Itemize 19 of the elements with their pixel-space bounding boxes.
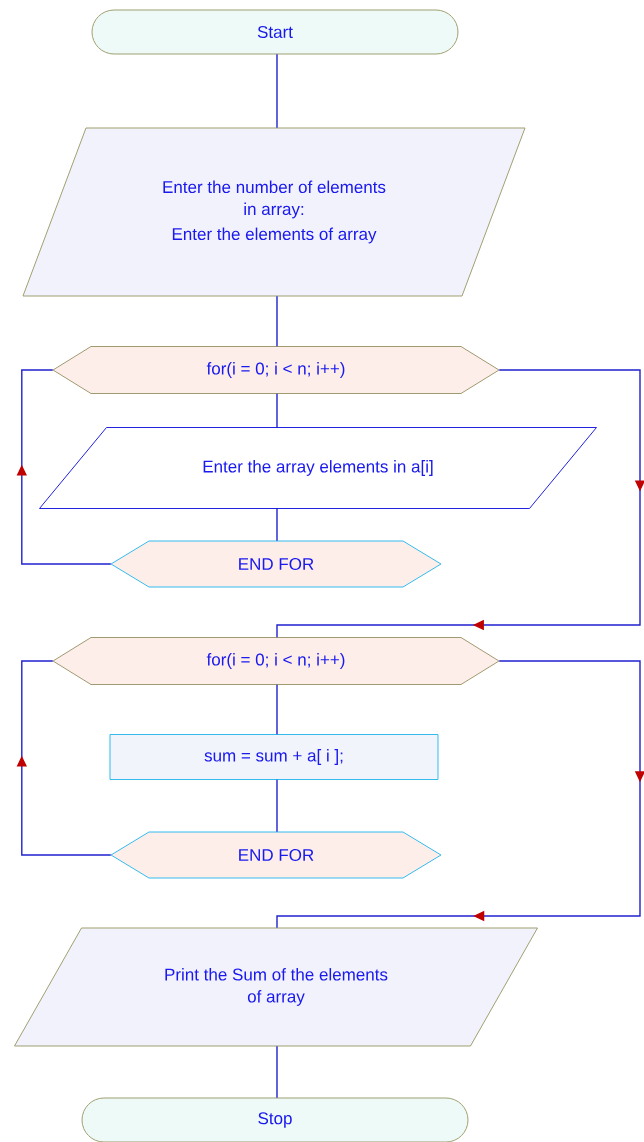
connector: [276, 295, 278, 347]
output-parallelogram: Print the Sum of the elements of array: [14, 927, 538, 1047]
loop-end-hexagon: END FOR: [110, 831, 442, 879]
loop-end-hexagon: END FOR: [110, 540, 442, 588]
connector: [276, 369, 644, 638]
loop-hexagon: for(i = 0; i < n; i++): [52, 637, 500, 685]
connector: [276, 393, 278, 428]
connector: [276, 779, 278, 833]
connector: [276, 508, 278, 542]
process-box: sum = sum + a[ i ];: [109, 734, 439, 780]
connector: [276, 684, 278, 735]
input-parallelogram: Enter the array elements in a[i]: [39, 427, 597, 509]
input-parallelogram: Enter the number of elements in array: Enter the elements of array: [22, 127, 526, 297]
loop-hexagon: for(i = 0; i < n; i++): [52, 346, 500, 394]
connector: [276, 660, 644, 929]
connector: [16, 369, 112, 565]
connector: [16, 660, 112, 856]
connector: [276, 1045, 278, 1099]
connector: [276, 53, 278, 129]
